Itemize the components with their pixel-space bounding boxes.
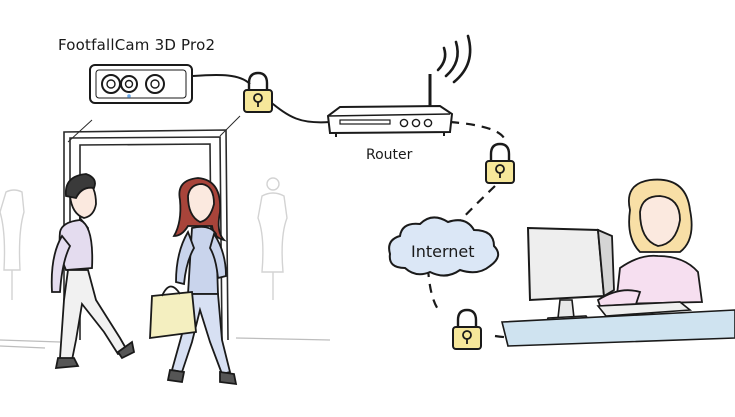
mannequin-left [0, 189, 25, 300]
man-walking [50, 173, 136, 370]
woman-walking [149, 177, 238, 386]
mannequin-right [257, 177, 288, 300]
keyboard-icon [596, 301, 693, 317]
cloud-icon [388, 216, 500, 277]
router-icon [326, 74, 454, 137]
padlock-icon [451, 308, 483, 351]
internet-label: Internet [411, 242, 475, 261]
router-label: Router [366, 147, 413, 163]
floor-lines [0, 337, 331, 349]
wifi-signal-icon [436, 34, 472, 84]
padlock-icon [242, 71, 274, 114]
office-worker [596, 178, 704, 307]
desk [500, 309, 735, 347]
ethernet-cable [192, 74, 331, 124]
camera-icon [89, 64, 193, 104]
padlock-icon [484, 142, 516, 185]
camera-label: FootfallCam 3D Pro2 [58, 36, 216, 54]
